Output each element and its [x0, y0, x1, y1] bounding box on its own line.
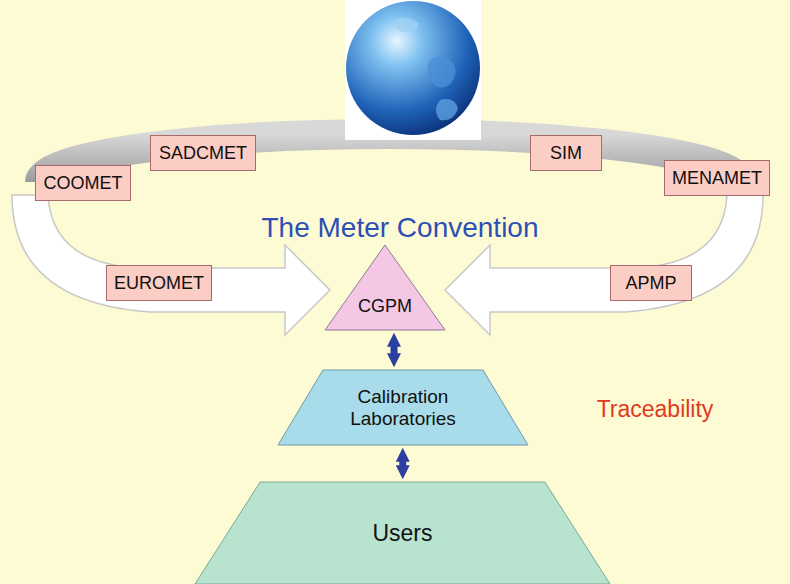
rmo-box: APMP [610, 265, 692, 301]
node-text: SADCMET [159, 143, 247, 164]
rmo-box: MENAMET [664, 160, 770, 196]
shape-fill [325, 245, 445, 330]
globe-backdrop [345, 0, 481, 140]
convention-title: The Meter Convention [261, 212, 538, 244]
globe-land [427, 56, 455, 87]
traceability-label: Traceability [597, 396, 714, 423]
node-text: Users [372, 520, 432, 546]
orbit-band [40, 134, 740, 182]
node-text: MENAMET [672, 168, 762, 189]
cgpm-triangle: CGPM [325, 245, 445, 330]
node-text: CGPM [358, 296, 412, 317]
node-text: EUROMET [114, 273, 204, 294]
rmo-box: COOMET [35, 165, 131, 201]
node-text: COOMET [44, 173, 123, 194]
double-arrow [399, 459, 406, 468]
rmo-box: SADCMET [150, 135, 256, 171]
globe-land [395, 18, 419, 33]
shape-outline [325, 245, 445, 330]
calibration-trapezoid: Calibration Laboratories [278, 370, 528, 445]
globe [346, 1, 480, 135]
shape-fill [195, 482, 610, 584]
shape-fill [278, 370, 528, 445]
globe-land [436, 99, 458, 120]
double-arrow [391, 344, 398, 356]
node-text: SIM [550, 143, 582, 164]
rmo-box: SIM [530, 135, 602, 171]
users-trapezoid: Users [195, 482, 610, 584]
rmo-box: EUROMET [106, 265, 212, 301]
node-text: Calibration Laboratories [328, 386, 478, 430]
node-text: APMP [625, 273, 676, 294]
